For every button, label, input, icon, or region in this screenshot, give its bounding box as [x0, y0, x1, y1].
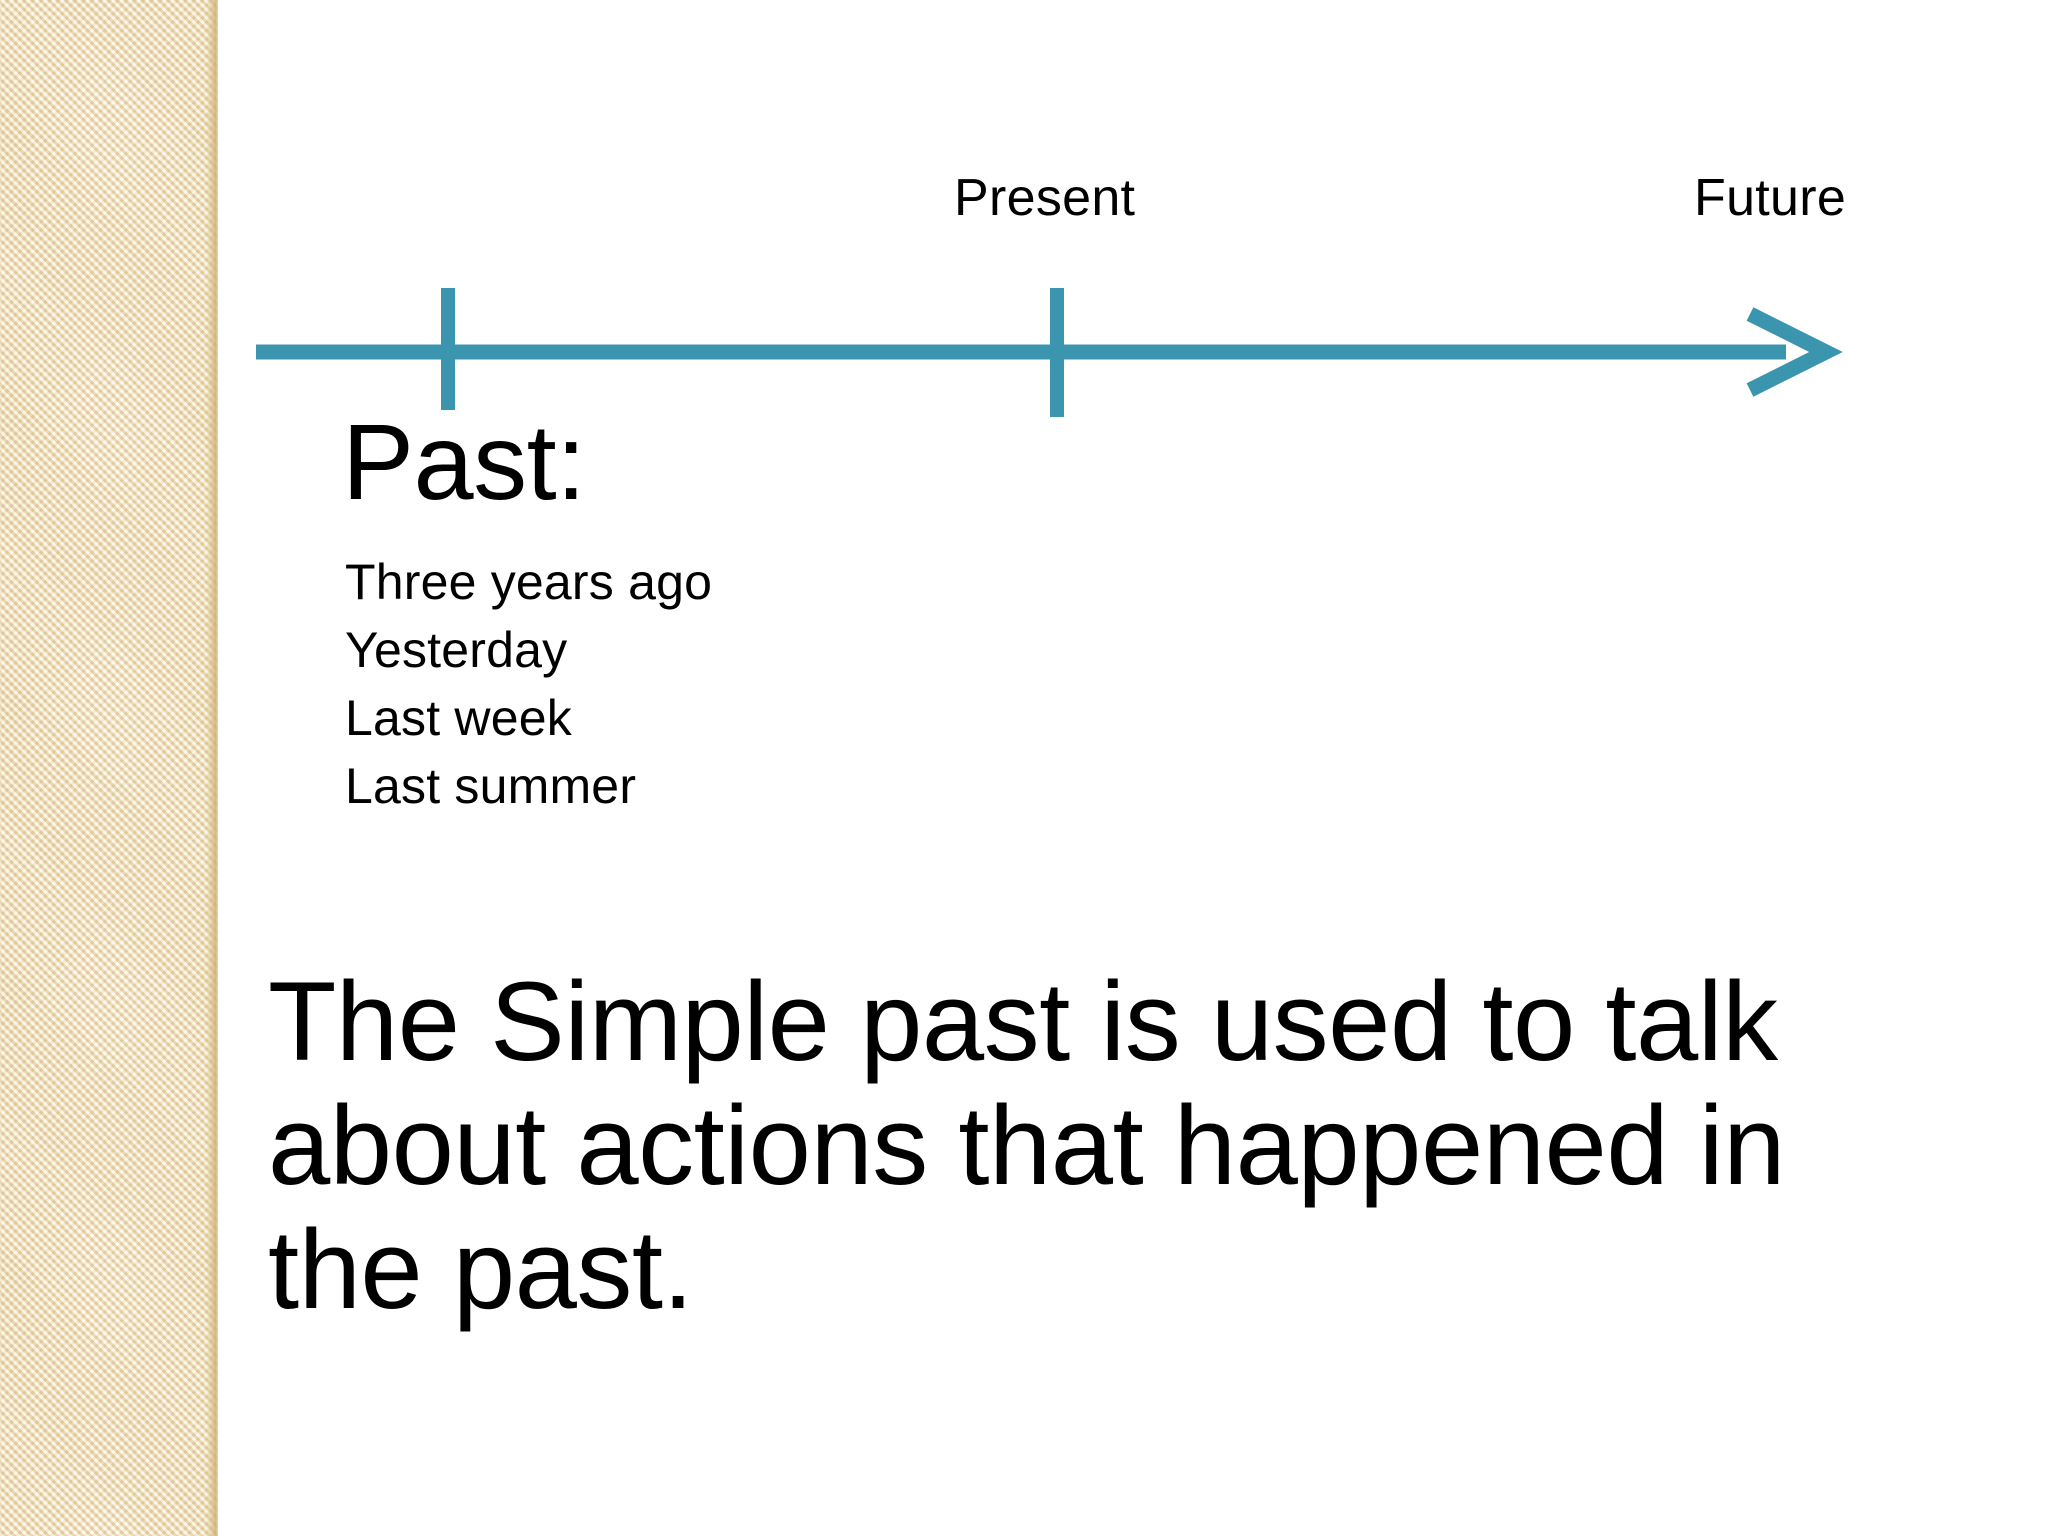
list-item: Last week — [345, 690, 572, 746]
timeline-arrow-head — [1746, 307, 1843, 397]
list-item: Yesterday — [345, 622, 568, 678]
past-section-heading: Past: — [342, 401, 586, 522]
list-item: Three years ago — [345, 554, 713, 610]
timeline-label-future: Future — [1694, 169, 1847, 227]
sidebar-decorative-band — [0, 0, 218, 1536]
timeline-graphic — [250, 270, 1850, 440]
sidebar-edge-shadow — [206, 0, 218, 1536]
body-statement-line: the past. — [268, 1207, 694, 1332]
body-statement-line: The Simple past is used to talk — [268, 959, 1778, 1084]
list-item: Last summer — [345, 758, 637, 814]
body-statement-line: about actions that happened in — [268, 1083, 1785, 1208]
past-examples-list: Three years ago Yesterday Last week Last… — [345, 548, 712, 820]
timeline-label-present: Present — [954, 169, 1136, 227]
body-statement: The Simple past is used to talk about ac… — [268, 960, 2008, 1332]
